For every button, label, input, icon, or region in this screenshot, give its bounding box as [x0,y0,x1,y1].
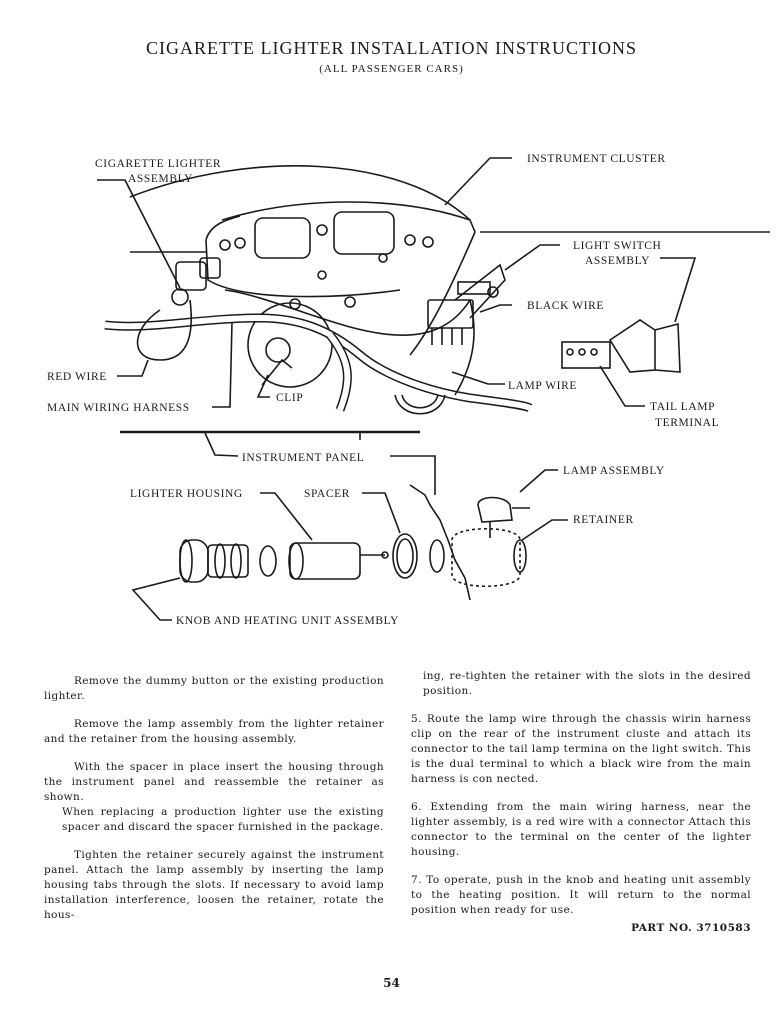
instruction-paragraph: With the spacer in place insert the hous… [44,761,384,803]
instruction-paragraph: Tighten the retainer securely against th… [44,849,384,921]
label-spacer: SPACER [304,488,350,500]
label-cigarette-lighter: CIGARETTE LIGHTER [95,158,221,170]
instruction-step-6: 6. Extending from the main wiring harnes… [411,801,751,858]
spacer-ring [392,533,418,579]
lighter-housing [289,542,361,580]
label-clip: CLIP [276,392,303,404]
lamp-assembly [477,496,513,523]
lighter-assembly [175,261,207,291]
instruction-paragraph: Remove the dummy button or the existing … [44,675,384,702]
label-instrument-cluster: INSTRUMENT CLUSTER [527,153,666,165]
label-light-switch: LIGHT SWITCH [573,240,661,252]
page-subtitle: (ALL PASSENGER CARS) [319,63,464,75]
instructions-right-column: ing, re-tighten the retainer with the sl… [411,669,751,931]
label-light-switch-assembly: ASSEMBLY [585,255,650,267]
label-instrument-panel: INSTRUMENT PANEL [242,452,364,464]
label-black-wire: BLACK WIRE [527,300,604,312]
black-wire-path [224,289,471,336]
label-lamp-assembly: LAMP ASSEMBLY [563,465,665,477]
gauge-window-right [333,211,395,255]
instruction-paragraph: Remove the lamp assembly from the lighte… [44,718,384,745]
page-title: CIGARETTE LIGHTER INSTALLATION INSTRUCTI… [145,38,637,58]
instruction-paragraph: When replacing a production lighter use … [62,806,384,833]
clip-shape [261,358,293,386]
label-red-wire: RED WIRE [47,371,107,383]
label-retainer: RETAINER [573,514,634,526]
retainer [451,527,521,588]
lighter-knob [179,539,209,583]
instruction-paragraph: ing, re-tighten the retainer with the sl… [423,670,751,697]
red-wire-path [136,299,192,361]
label-main-wiring-harness: MAIN WIRING HARNESS [47,402,190,414]
instruction-step-7: 7. To operate, push in the knob and heat… [411,874,751,916]
label-tail-lamp: TAIL LAMP [650,401,715,413]
label-cigarette-lighter-assembly: ASSEMBLY [128,173,193,185]
cluster-outline [221,201,476,356]
page-number: 54 [383,976,400,990]
instruction-step-5: 5. Route the lamp wire through the chass… [411,713,751,785]
tail-lamp-terminal [561,341,611,369]
part-number: PART NO. 3710583 [631,922,751,934]
panel-section-edge [409,484,471,601]
label-lighter-housing: LIGHTER HOUSING [130,488,243,500]
installation-diagram: CIGARETTE LIGHTER ASSEMBLY INSTRUMENT CL… [47,153,770,627]
dash-top-line [129,165,471,221]
label-lamp-wire: LAMP WIRE [508,380,577,392]
label-tail-lamp-terminal: TERMINAL [655,417,719,429]
label-knob-heating-unit: KNOB AND HEATING UNIT ASSEMBLY [176,615,399,627]
gauge-window-left [254,217,311,259]
instructions-left-column: Remove the dummy button or the existing … [44,674,384,936]
